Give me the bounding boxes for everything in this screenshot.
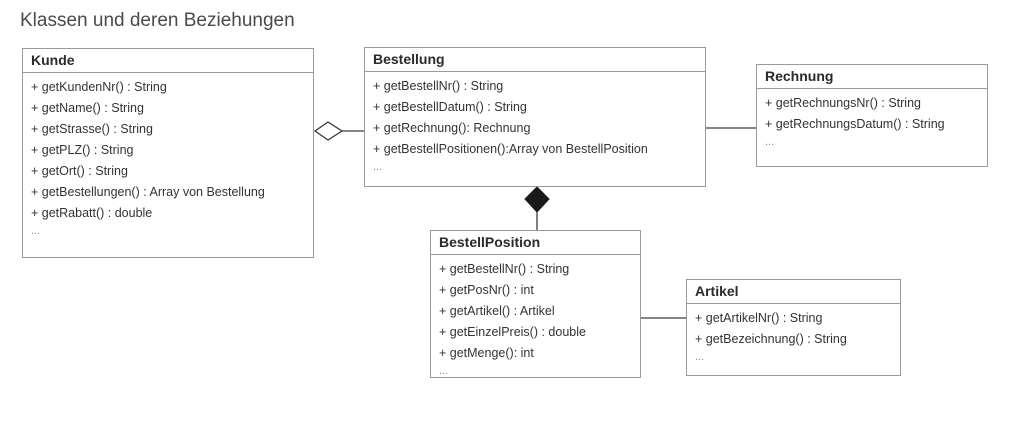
method: + getRabatt() : double [31, 206, 153, 220]
method: + getBestellungen() : Array von Bestellu… [31, 185, 265, 199]
method: + getBestellPositionen():Array von Beste… [373, 142, 648, 156]
method-list: + getRechnungsNr() : String + getRechnun… [757, 89, 987, 153]
class-bestellposition: BestellPosition + getBestellNr() : Strin… [430, 230, 641, 378]
method: + getBestellNr() : String [439, 262, 570, 276]
method-list: + getArtikelNr() : String + getBezeichnu… [687, 304, 900, 368]
more-methods-ellipsis: ... [439, 365, 449, 377]
class-name: BestellPosition [431, 231, 640, 255]
method: + getBestellNr() : String [373, 79, 504, 93]
class-name: Artikel [687, 280, 900, 304]
page-title: Klassen und deren Beziehungen [20, 10, 295, 31]
class-name: Rechnung [757, 65, 987, 89]
composition-diamond-icon [524, 186, 550, 213]
more-methods-ellipsis: ... [373, 161, 383, 173]
more-methods-ellipsis: ... [695, 351, 705, 363]
class-name: Kunde [23, 49, 313, 73]
method: + getRechnung(): Rechnung [373, 121, 531, 135]
method: + getArtikel() : Artikel [439, 304, 555, 318]
method: + getArtikelNr() : String [695, 311, 823, 325]
method: + getOrt() : String [31, 164, 128, 178]
class-bestellung: Bestellung + getBestellNr() : String + g… [364, 47, 706, 187]
method-list: + getBestellNr() : String + getPosNr() :… [431, 255, 640, 382]
method: + getKundenNr() : String [31, 80, 167, 94]
aggregation-diamond-icon [313, 121, 344, 141]
method: + getMenge(): int [439, 346, 534, 360]
class-artikel: Artikel + getArtikelNr() : String + getB… [686, 279, 901, 376]
method: + getEinzelPreis() : double [439, 325, 586, 339]
class-rechnung: Rechnung + getRechnungsNr() : String + g… [756, 64, 988, 167]
method: + getRechnungsDatum() : String [765, 117, 945, 131]
class-kunde: Kunde + getKundenNr() : String + getName… [22, 48, 314, 258]
method: + getBezeichnung() : String [695, 332, 847, 346]
method: + getPosNr() : int [439, 283, 534, 297]
class-name: Bestellung [365, 48, 705, 72]
method-list: + getBestellNr() : String + getBestellDa… [365, 72, 705, 178]
method: + getRechnungsNr() : String [765, 96, 921, 110]
method: + getStrasse() : String [31, 122, 153, 136]
more-methods-ellipsis: ... [31, 225, 41, 237]
method: + getPLZ() : String [31, 143, 134, 157]
method: + getBestellDatum() : String [373, 100, 527, 114]
method-list: + getKundenNr() : String + getName() : S… [23, 73, 313, 242]
method: + getName() : String [31, 101, 144, 115]
more-methods-ellipsis: ... [765, 136, 775, 148]
